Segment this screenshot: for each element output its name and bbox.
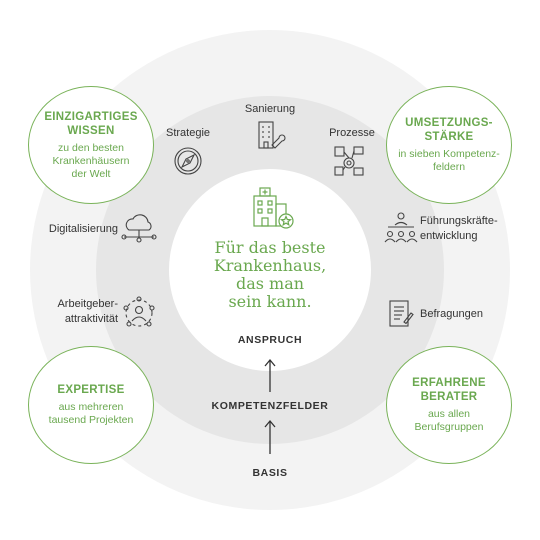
presenter-group-icon xyxy=(384,212,418,243)
bubble-subtitle-line: der Welt xyxy=(71,167,111,180)
bubble-title-line: UMSETZUNGS- xyxy=(405,117,493,129)
bubble-subtitle-line: feldern xyxy=(432,161,466,173)
field-arbeitgeber-label-line: Arbeitgeber- xyxy=(57,298,118,310)
bubble-subtitle-line: tausend Projekten xyxy=(48,414,134,426)
process-gears-icon xyxy=(334,146,364,176)
bubble-subtitle-line: Krankenhäusern xyxy=(52,154,130,167)
field-fuehrung-label: Führungskräfte- entwicklung xyxy=(420,214,498,244)
field-digitalisierung-label: Digitalisierung xyxy=(48,223,118,235)
field-arbeitgeber-label: Arbeitgeber- attraktivität xyxy=(30,297,118,327)
bubble-subtitle: in sieben Kompetenz- feldern xyxy=(398,148,500,174)
center-claim-line: Krankenhaus, xyxy=(213,256,327,275)
bubble-subtitle-line: in sieben Kompetenz- xyxy=(398,148,500,160)
bubble-subtitle: aus mehreren tausend Projekten xyxy=(49,401,134,427)
field-strategie-label: Strategie xyxy=(165,127,211,139)
hospital-icon xyxy=(253,187,294,229)
field-fuehrung-label-line: entwicklung xyxy=(420,230,478,242)
field-sanierung-label: Sanierung xyxy=(244,103,296,115)
cloud-network-icon xyxy=(121,214,157,243)
center-claim-line: Für das beste xyxy=(214,238,326,257)
bubble-title-line: EXPERTISE xyxy=(57,384,125,396)
bubble-subtitle-line: aus mehreren xyxy=(58,401,124,413)
stage-anspruch: ANSPRUCH xyxy=(237,334,303,346)
bubble-subtitle: zu den besten Krankenhäusern der Welt xyxy=(52,142,129,181)
stage-kompetenzfelder: KOMPETENZFELDER xyxy=(211,400,329,412)
bubble-title-line: WISSEN xyxy=(67,124,115,137)
bubble-subtitle-line: Berufsgruppen xyxy=(414,421,484,433)
bubble-title: UMSETZUNGS- STÄRKE xyxy=(405,116,493,144)
survey-clipboard-icon xyxy=(389,300,414,327)
center-claim: Für das beste Krankenhaus, das man sein … xyxy=(190,239,350,311)
field-arbeitgeber-label-line: attraktivität xyxy=(64,313,118,325)
bubble-erfahrene-berater: ERFAHRENE BERATER aus allen Berufsgruppe… xyxy=(386,346,512,464)
bubble-title: ERFAHRENE BERATER xyxy=(412,376,486,404)
bubble-subtitle-line: aus allen xyxy=(427,408,470,420)
bubble-title: EINZIGARTIGES WISSEN xyxy=(44,110,137,138)
field-fuehrung-label-line: Führungskräfte- xyxy=(420,215,498,227)
bubble-einzigartiges-wissen: EINZIGARTIGES WISSEN zu den besten Krank… xyxy=(28,86,154,204)
bubble-expertise: EXPERTISE aus mehreren tausend Projekten xyxy=(28,346,154,464)
bubble-title-line: BERATER xyxy=(420,391,478,403)
center-circle xyxy=(169,169,371,371)
building-wrench-icon xyxy=(258,121,286,149)
bubble-title: EXPERTISE xyxy=(57,383,124,397)
arrow-up-icon xyxy=(264,358,276,392)
center-claim-line: sein kann. xyxy=(228,292,312,311)
arrow-up-icon xyxy=(264,419,276,454)
bubble-title-line: ERFAHRENE xyxy=(412,377,486,389)
bubble-title-line: EINZIGARTIGES xyxy=(44,110,138,123)
bubble-subtitle-line: zu den besten xyxy=(58,141,124,154)
bubble-umsetzungsstaerke: UMSETZUNGS- STÄRKE in sieben Kompetenz- … xyxy=(386,86,512,204)
field-prozesse-label: Prozesse xyxy=(329,127,375,139)
person-network-icon xyxy=(123,296,155,327)
compass-icon xyxy=(174,147,202,175)
bubble-subtitle: aus allen Berufsgruppen xyxy=(415,408,484,434)
field-befragungen-label: Befragungen xyxy=(420,308,483,320)
center-claim-line: das man xyxy=(235,274,305,293)
stage-basis: BASIS xyxy=(252,467,288,479)
bubble-title-line: STÄRKE xyxy=(424,131,474,143)
